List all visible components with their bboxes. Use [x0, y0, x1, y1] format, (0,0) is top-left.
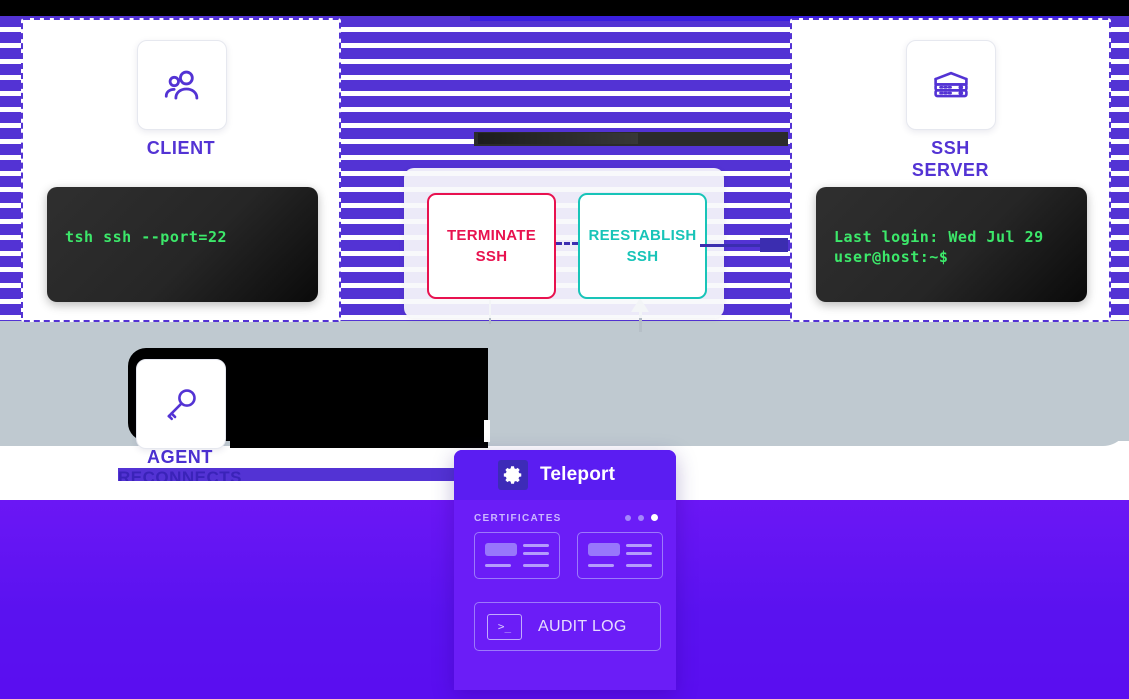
certificate-line	[523, 544, 549, 547]
dark-glitch-bar-blur	[478, 133, 638, 144]
certificate-card-1[interactable]	[474, 532, 560, 579]
client-label: CLIENT	[146, 138, 216, 158]
accent-line-right	[700, 244, 762, 247]
teleport-card-header: Teleport	[454, 450, 676, 500]
certificate-card-2[interactable]	[577, 532, 663, 579]
client-terminal: tsh ssh --port=22	[47, 187, 318, 302]
teleport-brand-title: Teleport	[540, 464, 616, 485]
certificate-line	[523, 552, 549, 555]
reestablish-ssh-line1: REESTABLISH	[588, 227, 697, 244]
terminate-ssh-line2: SSH	[475, 248, 508, 265]
agent-label-mask	[246, 468, 484, 483]
agent-glitch-wedge	[470, 418, 486, 440]
teleport-card: Teleport CERTIFICATES >_ AUDIT LOG	[454, 450, 676, 690]
certificate-line	[485, 564, 511, 567]
certificate-chip-icon	[485, 543, 517, 556]
transition-dashed-connector	[556, 242, 578, 245]
top-black-bar	[0, 0, 1129, 16]
agent-label-mask-lower	[118, 481, 484, 487]
stripe-accent-bar	[470, 16, 1100, 21]
certificate-line	[626, 564, 652, 567]
purple-bottom-strip	[0, 688, 1129, 699]
reestablish-ssh-box[interactable]: REESTABLISH SSH	[578, 193, 707, 299]
certificates-section-label: CERTIFICATES	[474, 513, 562, 524]
carousel-dots[interactable]	[625, 514, 658, 521]
audit-log-label: AUDIT LOG	[538, 617, 627, 635]
carousel-dot-2[interactable]	[638, 514, 644, 521]
users-icon	[161, 64, 203, 106]
carousel-dot-1[interactable]	[625, 514, 631, 521]
ssh-server-terminal: Last login: Wed Jul 29 user@host:~$	[816, 187, 1087, 302]
client-terminal-text: tsh ssh --port=22	[65, 228, 228, 246]
ssh-server-terminal-line2: user@host:~$	[834, 248, 949, 266]
key-icon	[160, 383, 202, 425]
terminate-ssh-line1: TERMINATE	[446, 227, 537, 244]
audit-log-button[interactable]: >_ AUDIT LOG	[474, 602, 661, 651]
terminal-prompt-icon: >_	[487, 613, 522, 640]
ssh-server-label-line1: SSH	[931, 138, 970, 158]
ssh-server-label-line2: SERVER	[911, 160, 990, 180]
accent-block-right	[760, 238, 788, 252]
ssh-server-terminal-line1: Last login: Wed Jul 29	[834, 228, 1044, 246]
gear-icon	[498, 460, 528, 490]
ssh-server-panel: SSH SERVER Last login: Wed Jul 29 user@h…	[790, 18, 1111, 322]
agent-glitch-notch	[484, 420, 490, 442]
certificate-chip-icon	[588, 543, 620, 556]
certificate-line	[626, 544, 652, 547]
certificate-line	[626, 552, 652, 555]
certificate-line	[523, 564, 549, 567]
reestablish-connector-line	[639, 310, 642, 332]
ssh-transition-card: TERMINATE SSH REESTABLISH SSH	[404, 168, 724, 318]
agent-label: AGENT	[147, 447, 213, 467]
server-rack-icon-tile	[906, 40, 996, 130]
key-icon-tile	[136, 359, 226, 449]
server-rack-icon	[930, 64, 972, 106]
reestablish-ssh-line2: SSH	[626, 248, 659, 265]
certificate-line	[588, 564, 614, 567]
users-icon-tile	[137, 40, 227, 130]
terminate-ssh-box[interactable]: TERMINATE SSH	[427, 193, 556, 299]
carousel-dot-3-active[interactable]	[651, 514, 658, 521]
client-panel: CLIENT tsh ssh --port=22	[21, 18, 341, 322]
agent-glitch-block-2	[230, 396, 488, 448]
